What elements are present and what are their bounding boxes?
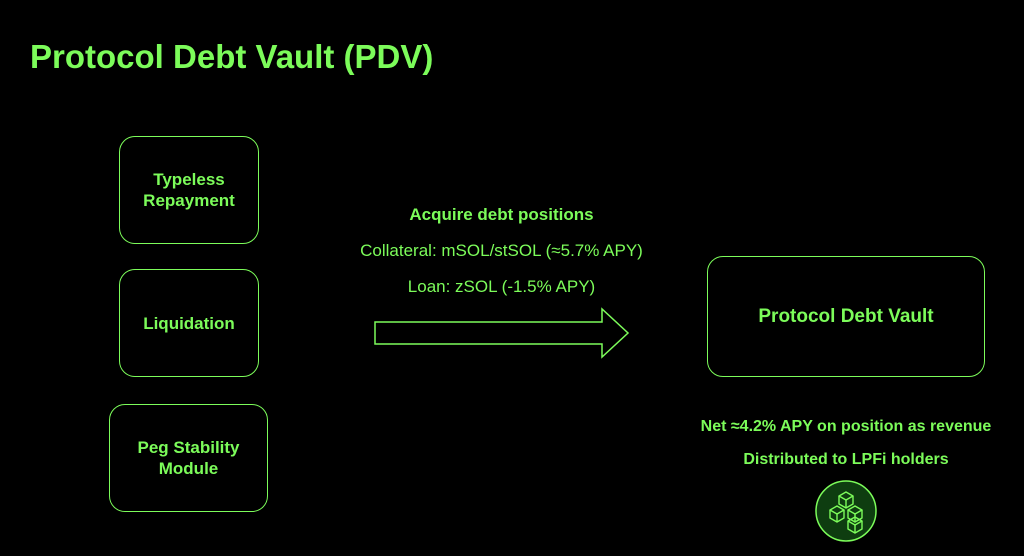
source-box-label: Peg Stability Module [137, 438, 240, 478]
target-box-label: Protocol Debt Vault [758, 306, 934, 327]
source-box-peg-stability-module: Peg Stability Module [109, 404, 268, 512]
flow-loan-text: Loan: zSOL (-1.5% APY) [407, 277, 596, 296]
page-title: Protocol Debt Vault (PDV) [30, 38, 434, 75]
source-box-typeless-repayment: Typeless Repayment [119, 136, 259, 244]
source-box-liquidation: Liquidation [119, 269, 259, 377]
lpfi-cubes-logo-icon [815, 480, 877, 542]
distribution-text: Distributed to LPFi holders [743, 451, 949, 468]
source-box-label: Typeless Repayment [143, 170, 235, 210]
net-apy-text: Net ≈4.2% APY on position as revenue [700, 418, 992, 435]
target-box-protocol-debt-vault: Protocol Debt Vault [707, 256, 985, 377]
flow-heading: Acquire debt positions [409, 205, 594, 224]
source-box-label: Liquidation [143, 313, 235, 333]
flow-collateral-text: Collateral: mSOL/stSOL (≈5.7% APY) [360, 241, 643, 260]
right-arrow-icon [374, 307, 630, 359]
